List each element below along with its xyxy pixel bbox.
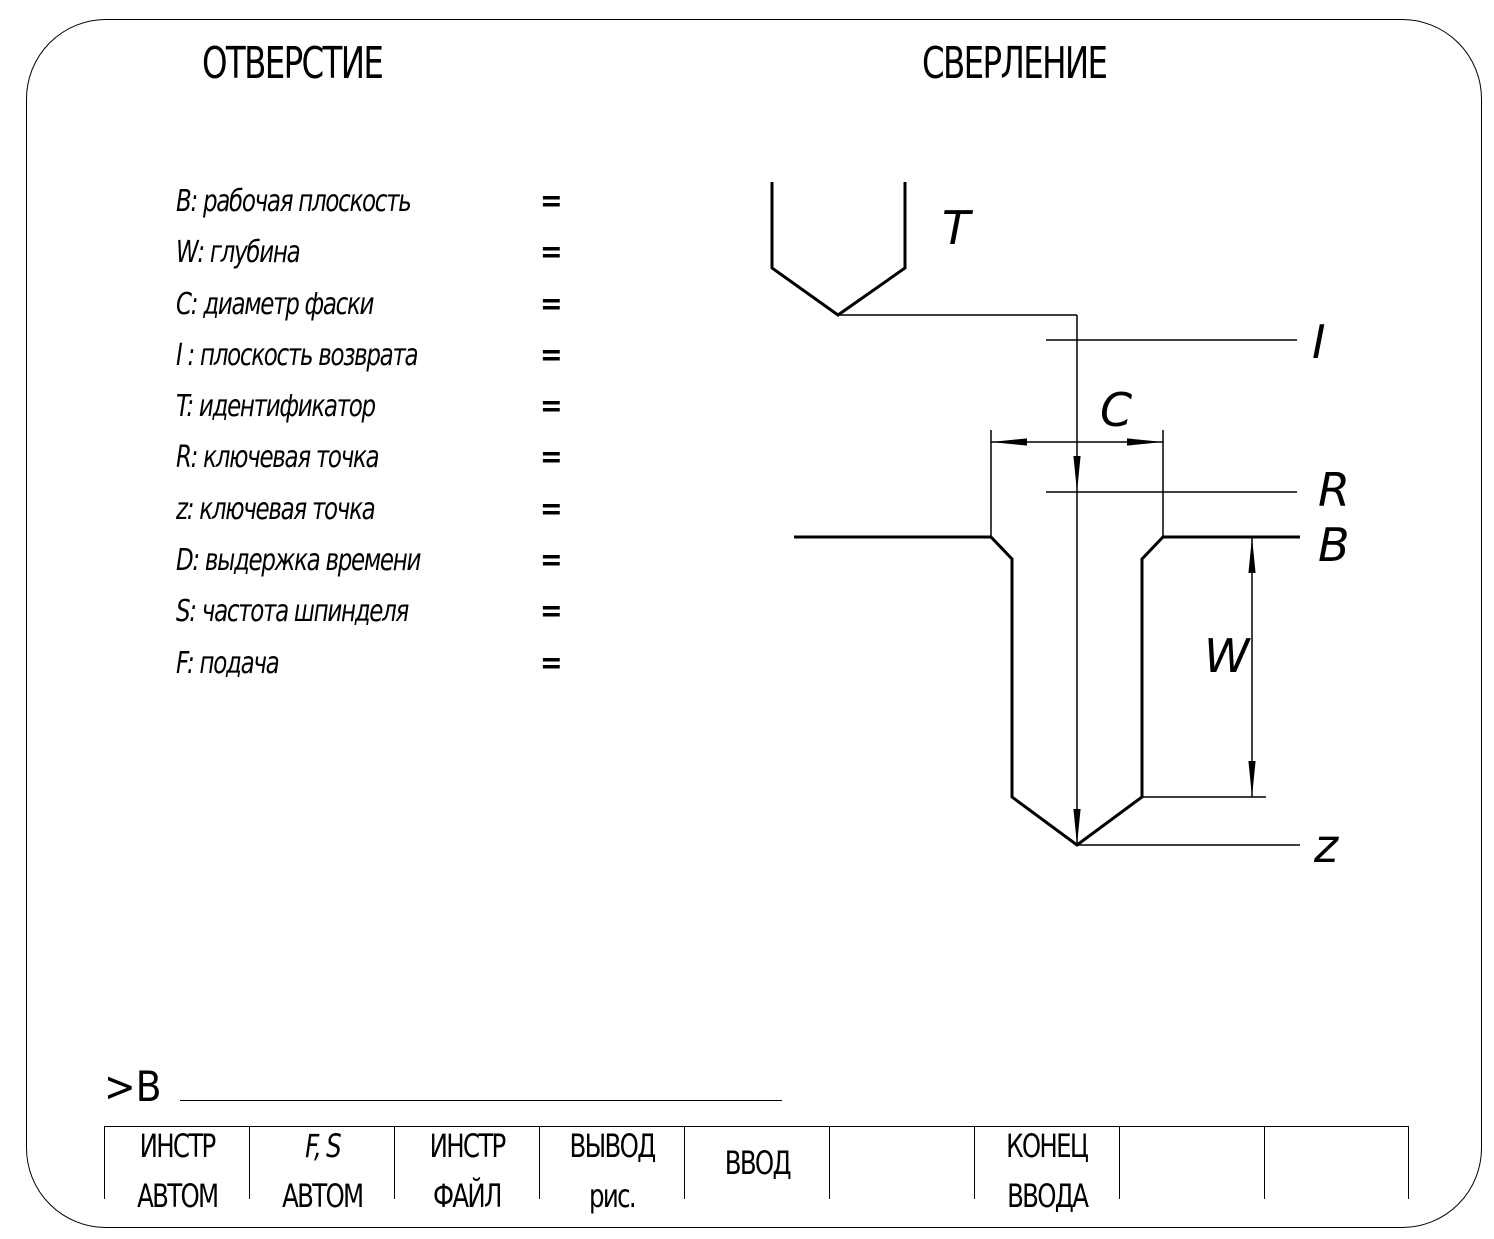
param-value[interactable]: = (540, 184, 563, 219)
softkey-bar: ИНСТР АВТОМ F, S АВТОМ ИНСТР ФАЙЛ ВЫВОД … (104, 1126, 1409, 1213)
param-row-s[interactable]: S: частота шпинделя = (176, 590, 596, 641)
param-label: рабочая плоскость (202, 184, 412, 219)
param-label: частота шпинделя (201, 594, 410, 630)
param-row-w[interactable]: W: глубина = (176, 231, 596, 282)
param-code: W: (176, 235, 205, 271)
param-code: I : (176, 337, 195, 373)
param-label: плоскость возврата (199, 337, 419, 373)
param-code: B: (176, 184, 198, 219)
section-title-drilling: СВЕРЛЕНИЕ (922, 38, 1108, 89)
param-value[interactable]: = (540, 440, 563, 476)
param-label: ключевая точка (203, 440, 379, 476)
param-row-r[interactable]: R: ключевая точка = (176, 436, 596, 487)
parameter-list: B: рабочая плоскость = W: глубина = C: д… (176, 180, 596, 693)
param-row-c[interactable]: C: диаметр фаски = (176, 283, 596, 334)
param-value[interactable]: = (540, 235, 563, 271)
param-value[interactable]: = (540, 543, 563, 579)
param-row-b[interactable]: B: рабочая плоскость = (176, 180, 596, 231)
softkey-tool-file[interactable]: ИНСТР ФАЙЛ (394, 1127, 539, 1213)
command-input[interactable] (180, 1100, 782, 1101)
param-value[interactable]: = (540, 286, 563, 322)
param-row-i[interactable]: I : плоскость возврата = (176, 334, 596, 385)
param-label: диаметр фаски (203, 286, 374, 322)
param-code: F: (176, 645, 195, 681)
softkey-empty-9[interactable] (1264, 1127, 1409, 1199)
param-value[interactable]: = (540, 389, 563, 425)
param-row-f[interactable]: F: подача = (176, 642, 596, 693)
param-label: глубина (209, 235, 301, 271)
param-value[interactable]: = (540, 337, 563, 373)
param-label: ключевая точка (199, 491, 375, 527)
param-code: S: (176, 594, 197, 630)
param-row-t[interactable]: T: идентификатор = (176, 385, 596, 436)
param-code: T: (176, 389, 194, 425)
softkey-enter[interactable]: ВВОД (684, 1127, 829, 1199)
param-row-d[interactable]: D: выдержка времени = (176, 539, 596, 590)
param-label: подача (199, 645, 279, 681)
param-code: C: (176, 286, 198, 322)
softkey-empty-8[interactable] (1119, 1127, 1264, 1199)
param-value[interactable]: = (540, 645, 563, 681)
softkey-end-input[interactable]: КОНЕЦ ВВОДА (974, 1127, 1119, 1213)
softkey-tool-auto[interactable]: ИНСТР АВТОМ (104, 1127, 249, 1213)
param-code: R: (176, 440, 198, 476)
softkey-empty-6[interactable] (829, 1127, 974, 1199)
command-prompt: >B (104, 1062, 162, 1111)
param-code: z: (176, 491, 195, 527)
param-code: D: (176, 543, 200, 579)
param-label: идентификатор (198, 389, 376, 425)
param-label: выдержка времени (204, 543, 421, 579)
section-title-hole: ОТВЕРСТИЕ (202, 38, 384, 89)
param-row-z[interactable]: z: ключевая точка = (176, 488, 596, 539)
softkey-fs-auto[interactable]: F, S АВТОМ (249, 1127, 394, 1213)
softkey-show-figure[interactable]: ВЫВОД рис. (539, 1127, 684, 1213)
screen-frame (26, 19, 1482, 1228)
param-value[interactable]: = (540, 594, 563, 630)
param-value[interactable]: = (540, 491, 563, 527)
